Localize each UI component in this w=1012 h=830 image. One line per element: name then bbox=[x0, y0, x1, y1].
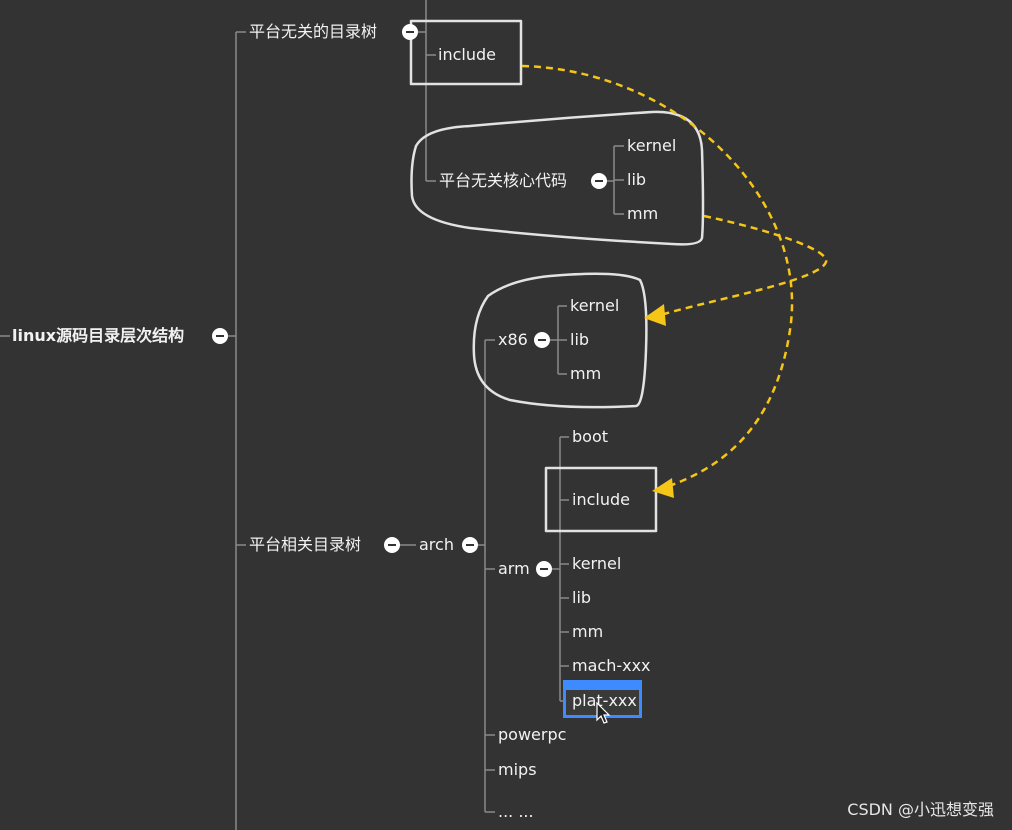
watermark: CSDN @小迅想变强 bbox=[847, 800, 994, 819]
collapse-arm-icon[interactable] bbox=[536, 561, 552, 577]
arrow-core-to-x86 bbox=[663, 214, 828, 316]
collapse-dependent-icon[interactable] bbox=[384, 537, 400, 553]
mouse-cursor-icon bbox=[596, 702, 611, 724]
node-arm-mach[interactable]: mach-xxx bbox=[572, 656, 651, 675]
node-arm-include[interactable]: include bbox=[572, 490, 630, 509]
node-independent-tree[interactable]: 平台无关的目录树 bbox=[249, 22, 378, 41]
highlight-include-box bbox=[409, 19, 523, 86]
node-include[interactable]: include bbox=[438, 45, 496, 64]
node-arm-kernel[interactable]: kernel bbox=[572, 554, 622, 573]
node-mips[interactable]: mips bbox=[498, 760, 537, 779]
collapse-independent-icon[interactable] bbox=[402, 24, 418, 40]
node-arm-plat[interactable]: plat-xxx bbox=[572, 691, 637, 710]
collapse-core-icon[interactable] bbox=[591, 173, 607, 189]
arrowhead-arm-include bbox=[652, 478, 674, 498]
node-arm[interactable]: arm bbox=[498, 559, 530, 578]
node-x86-kernel[interactable]: kernel bbox=[570, 296, 620, 315]
highlight-arm-include-box bbox=[544, 466, 658, 533]
collapse-arch-icon[interactable] bbox=[462, 537, 478, 553]
collapse-x86-icon[interactable] bbox=[534, 332, 550, 348]
selection-toolbar bbox=[566, 683, 639, 690]
node-core-lib[interactable]: lib bbox=[627, 170, 647, 189]
node-x86-mm[interactable]: mm bbox=[570, 364, 602, 383]
node-arm-boot[interactable]: boot bbox=[572, 427, 609, 446]
node-arm-lib[interactable]: lib bbox=[572, 588, 592, 607]
node-ellipsis[interactable]: ... ... bbox=[498, 802, 534, 821]
node-core-code[interactable]: 平台无关核心代码 bbox=[439, 171, 568, 190]
node-core-kernel[interactable]: kernel bbox=[627, 136, 677, 155]
highlight-core-blob bbox=[410, 110, 705, 246]
node-x86[interactable]: x86 bbox=[498, 330, 528, 349]
arrow-include-to-arm-include bbox=[521, 64, 794, 491]
highlight-x86-blob bbox=[472, 272, 648, 409]
node-powerpc[interactable]: powerpc bbox=[498, 725, 567, 744]
node-dependent-tree[interactable]: 平台相关目录树 bbox=[249, 535, 362, 554]
node-core-mm[interactable]: mm bbox=[627, 204, 659, 223]
node-arch[interactable]: arch bbox=[419, 535, 454, 554]
collapse-root-icon[interactable] bbox=[212, 328, 228, 344]
node-x86-lib[interactable]: lib bbox=[570, 330, 590, 349]
node-arm-mm[interactable]: mm bbox=[572, 622, 604, 641]
root-node[interactable]: linux源码目录层次结构 bbox=[12, 326, 185, 345]
arrowhead-x86 bbox=[644, 304, 666, 326]
